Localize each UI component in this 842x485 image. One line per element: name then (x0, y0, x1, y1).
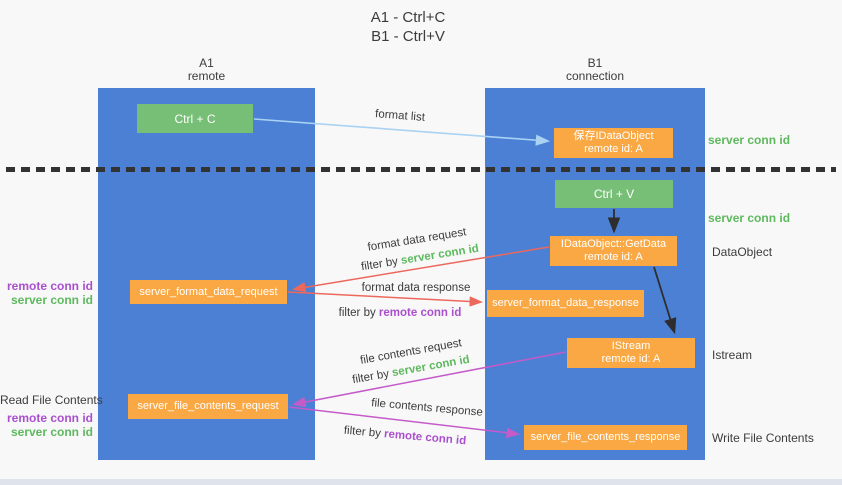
server-format-data-response-label: server_format_data_response (492, 297, 639, 309)
remote-conn-id-text: remote conn id (378, 307, 462, 319)
file-contents-response-filter-label: filter by remote conn id (343, 425, 466, 448)
getdata-line1: IDataObject::GetData (560, 238, 667, 250)
server-format-data-request-box: server_format_data_request (130, 280, 287, 304)
server-format-data-request-label: server_format_data_request (139, 285, 278, 298)
server-file-contents-request-label: server_file_contents_request (137, 400, 279, 412)
left-remote-conn-id-1: remote conn id (6, 279, 93, 293)
right-istream-label: Istream (712, 348, 753, 362)
server-file-contents-request-box: server_file_contents_request (128, 394, 288, 419)
istream-line2: remote id: A (601, 353, 661, 365)
lifeline-header-b1: B1 connection (485, 57, 705, 83)
diagram-title: A1 - Ctrl+C B1 - Ctrl+V (308, 8, 508, 46)
getdata-box: IDataObject::GetData remote id: A (550, 236, 677, 266)
ctrl-v-box: Ctrl + V (555, 180, 673, 208)
save-dataobject-box: 保存IDataObject remote id: A (554, 128, 673, 158)
lifeline-b1-title: B1 (587, 56, 603, 70)
lifeline-a1-subtitle: remote (187, 69, 226, 83)
right-server-conn-id-1: server conn id (708, 133, 791, 147)
filter-by-text: filter by (360, 255, 402, 274)
left-server-conn-id-1: server conn id (10, 293, 93, 307)
dotted-divider (6, 167, 836, 172)
format-data-response-filter-label: filter by remote conn id (339, 307, 462, 319)
save-dataobject-line2: remote id: A (584, 143, 643, 155)
right-dataobject-label: DataObject (712, 245, 773, 259)
format-list-label: format list (374, 108, 426, 124)
server-file-contents-response-label: server_file_contents_response (530, 431, 681, 443)
file-contents-response-label: file contents response (370, 397, 484, 419)
left-remote-conn-id-2: remote conn id (6, 411, 93, 425)
left-read-file-contents-label: Read File Contents (0, 393, 103, 407)
lifeline-b1-subtitle: connection (565, 69, 625, 83)
server-file-contents-response-box: server_file_contents_response (524, 425, 687, 450)
title-line-ctrl-c: A1 - Ctrl+C (370, 9, 446, 26)
remote-conn-id-text: remote conn id (383, 428, 467, 448)
getdata-line2: remote id: A (584, 251, 643, 263)
lifeline-header-a1: A1 remote (98, 57, 315, 83)
filter-by-text: filter by (343, 424, 385, 441)
filter-by-text: filter by (351, 367, 394, 387)
right-write-file-contents-label: Write File Contents (712, 431, 814, 445)
left-server-conn-id-2: server conn id (10, 425, 93, 439)
title-line-ctrl-v: B1 - Ctrl+V (371, 28, 445, 45)
filter-by-text: filter by (338, 307, 379, 319)
istream-box: IStream remote id: A (567, 338, 695, 368)
format-data-response-label: format data response (361, 282, 471, 294)
ctrl-v-label: Ctrl + V (593, 187, 635, 201)
save-dataobject-line1: 保存IDataObject (573, 130, 654, 142)
right-server-conn-id-2: server conn id (708, 211, 791, 225)
lifeline-a1-title: A1 (199, 56, 214, 70)
server-format-data-response-box: server_format_data_response (487, 290, 644, 317)
bottom-edge-strip (0, 479, 842, 485)
ctrl-c-label: Ctrl + C (174, 111, 216, 126)
ctrl-c-box: Ctrl + C (137, 104, 253, 133)
istream-line1: IStream (611, 340, 651, 352)
